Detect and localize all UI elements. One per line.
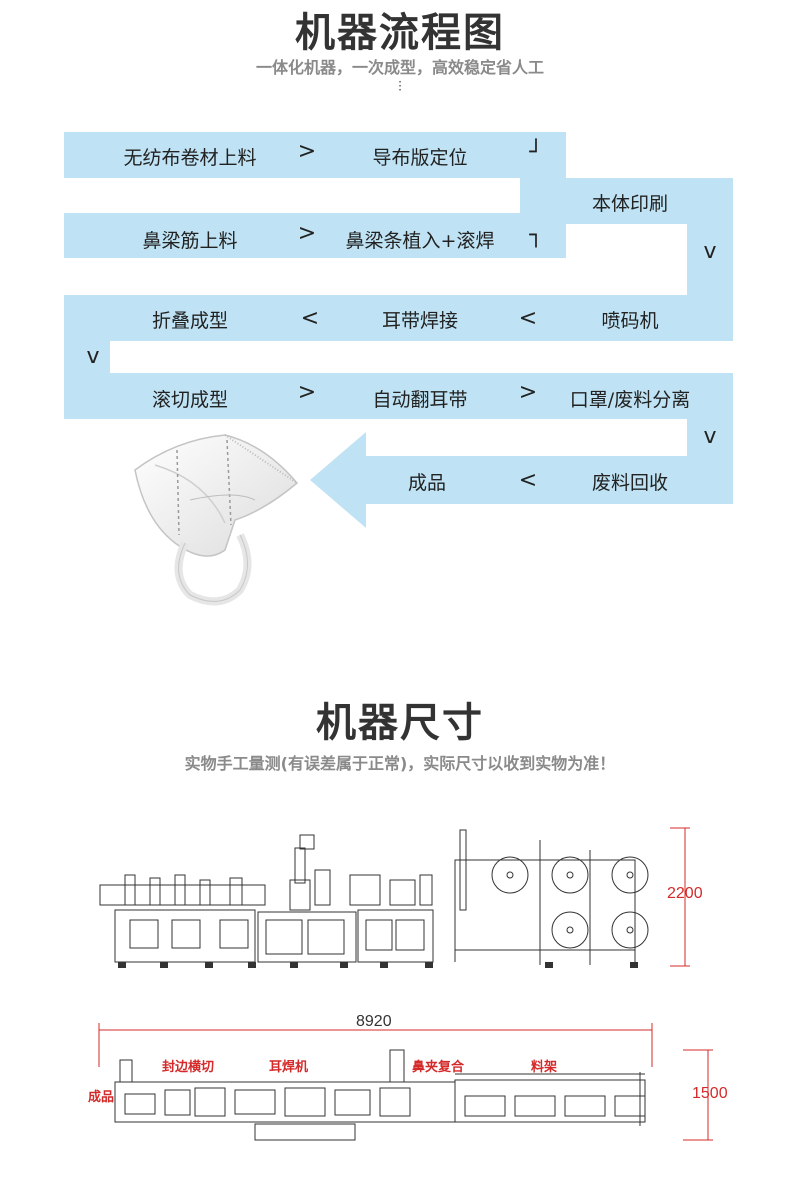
corner-down-icon: ┘ [529,140,543,165]
arrow-down-icon: v [703,424,717,449]
step-nose-strip-weld: 鼻梁条植入+滚焊 [345,230,495,252]
step-nose-wire-feed: 鼻梁筋上料 [142,230,238,252]
arrow-left-icon: < [300,306,320,331]
flow-band-down-1 [687,224,733,295]
arrow-down-icon: v [86,344,100,369]
flow-title: 机器流程图 [295,10,505,56]
ellipsis-dots-icon: ··· [398,75,402,97]
step-fold-form: 折叠成型 [151,310,228,332]
arrow-left-icon: < [518,468,538,493]
step-ear-band-weld: 耳带焊接 [381,310,458,332]
step-body-print: 本体印刷 [591,193,668,215]
part-label-rack: 料架 [531,1060,558,1075]
flow-band-4 [64,295,733,341]
arrow-right-icon: > [297,221,317,246]
machine-top-view-drawing [98,1023,713,1141]
dimension-length-label: 8920 [356,1013,392,1030]
arrow-down-icon: v [703,239,717,264]
flow-band-down-3 [687,419,733,456]
arrow-left-icon: < [518,306,538,331]
mask-product-image [134,434,299,606]
size-title: 机器尺寸 [316,700,484,746]
machine-front-elevation-drawing [99,827,690,968]
part-label-finished: 成品 [88,1090,115,1105]
flow-band-3 [64,213,566,258]
part-label-nose-clip: 鼻夹复合 [412,1060,465,1075]
flow-band-6 [366,456,733,504]
step-finished: 成品 [407,472,446,494]
dimension-height-label: 2200 [667,885,703,902]
flow-band-down-2 [64,341,110,373]
flow-subtitle: 一体化机器，一次成型，高效稳定省人工 [255,58,544,77]
flow-band-5 [64,373,733,419]
step-mask-waste-separate: 口罩/废料分离 [569,389,691,411]
step-guide-position: 导布版定位 [372,147,468,169]
arrow-right-icon: > [297,380,317,405]
arrow-right-icon: > [297,139,317,164]
step-waste-recycle: 废料回收 [591,472,668,494]
step-roll-cut: 滚切成型 [151,389,228,411]
part-label-edge-seal: 封边横切 [162,1060,215,1075]
arrow-right-icon: > [518,380,538,405]
dimension-width-label: 1500 [692,1085,728,1102]
flow-big-arrow-icon [310,432,366,528]
step-inkjet: 喷码机 [601,310,659,332]
size-subtitle: 实物手工量测(有误差属于正常)，实际尺寸以收到实物为准！ [184,754,616,773]
flow-band-1 [64,132,566,178]
corner-up-icon: ┐ [529,223,543,248]
step-ear-flip: 自动翻耳带 [372,389,468,411]
step-fabric-feed: 无纺布卷材上料 [123,147,257,169]
part-label-ear-weld: 耳焊机 [269,1060,309,1075]
